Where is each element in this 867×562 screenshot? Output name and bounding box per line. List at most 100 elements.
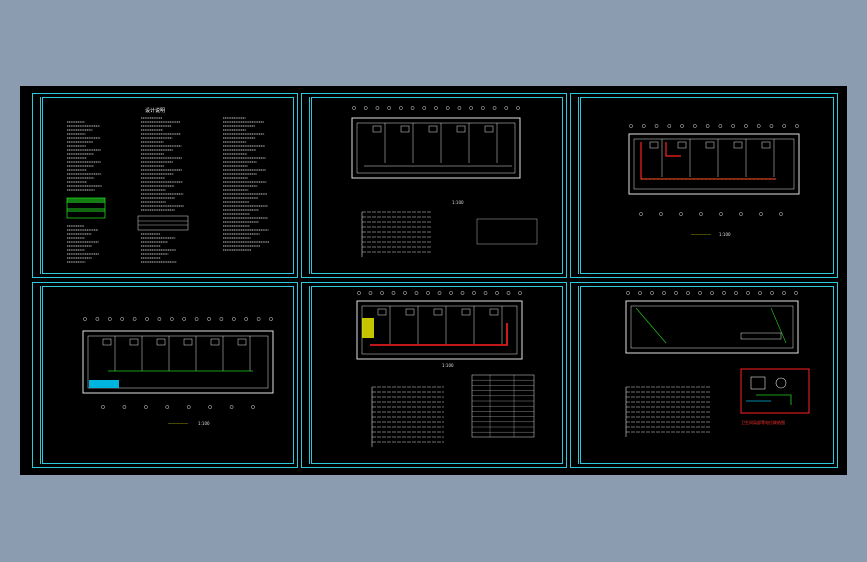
notes-column-2 <box>141 117 184 263</box>
axis-bubble <box>518 291 522 295</box>
equipotential-box <box>750 376 766 390</box>
equipotential-circle <box>775 377 787 389</box>
axis-bubble <box>782 291 786 295</box>
axis-bubble <box>492 106 497 110</box>
sheet-inner-frame <box>42 286 294 464</box>
axis-bubble <box>83 317 87 321</box>
axis-bubble <box>699 212 703 216</box>
fixture-symbol <box>484 125 494 133</box>
axis-bubble <box>779 212 783 216</box>
sheet-design-notes[interactable]: 设计说明 <box>32 93 298 278</box>
axis-bubble <box>794 291 798 295</box>
plan-4-drawing: ————— 1:100 <box>82 317 274 426</box>
axis-bubble <box>739 212 743 216</box>
building-outline <box>356 300 523 360</box>
room-partitions <box>102 336 251 371</box>
axis-bubble <box>122 405 127 409</box>
axis-bubble <box>144 405 148 409</box>
notes-column-3 <box>223 117 269 251</box>
stair-block <box>740 332 782 340</box>
system-diagram <box>371 386 444 447</box>
sheet-inner-frame <box>311 286 563 464</box>
equipment-table <box>137 215 189 231</box>
sheet-plan-3[interactable]: ————— 1:100 <box>570 93 838 278</box>
fixture-symbol <box>428 125 438 133</box>
axis-bubble <box>516 106 520 110</box>
axis-bubble <box>194 317 199 321</box>
axis-bubble <box>495 291 499 295</box>
axis-markers-bottom <box>639 212 783 216</box>
red-wiring <box>370 323 508 346</box>
fixture-symbol <box>705 141 715 149</box>
building-inner-wall <box>633 138 795 190</box>
legend-table-rows <box>472 375 534 437</box>
axis-bubble <box>368 291 373 295</box>
fixture-symbol <box>677 141 687 149</box>
fixture-symbol <box>210 338 220 346</box>
fixture-symbol <box>377 308 387 316</box>
axis-bubble <box>445 106 450 110</box>
sheet-inner-frame <box>580 97 834 274</box>
legend-table-row <box>67 208 105 212</box>
axis-bubble <box>795 124 799 128</box>
sheet-inner-frame <box>580 286 834 464</box>
axis-bubble <box>705 124 710 128</box>
axis-bubble <box>654 124 659 128</box>
axis-bubble <box>391 291 396 295</box>
axis-markers-top <box>629 124 799 128</box>
fixture-symbol <box>102 338 112 346</box>
axis-bubble <box>769 124 774 128</box>
axis-bubble <box>434 106 438 110</box>
axis-bubble <box>165 405 170 409</box>
fixture-symbol <box>761 141 771 149</box>
fixture-symbol <box>183 338 193 346</box>
axis-bubble <box>650 291 654 295</box>
building-inner-wall <box>361 305 518 355</box>
sheet-plan-2[interactable]: 1:100 <box>301 93 567 278</box>
axis-bubble <box>145 317 149 321</box>
fixture-symbol <box>649 141 659 149</box>
sheet-plan-5[interactable]: 1:100 <box>301 282 567 468</box>
plan-3-scale: 1:100 <box>719 232 731 237</box>
axis-bubble <box>504 106 509 110</box>
sheet-inner-frame <box>311 97 563 274</box>
axis-bubble <box>363 106 368 110</box>
building-inner-wall <box>356 122 516 174</box>
axis-bubble <box>638 291 642 295</box>
drawing-canvas[interactable]: 设计说明 1:100 <box>20 86 847 475</box>
sheet-plan-4[interactable]: ————— 1:100 <box>32 282 298 468</box>
axis-bubble <box>449 291 453 295</box>
plan-3-drawing: ————— 1:100 <box>628 124 800 237</box>
axis-bubble <box>256 317 261 321</box>
axis-markers-top <box>357 291 522 295</box>
design-notes-title: 设计说明 <box>145 107 165 114</box>
axis-bubble <box>132 317 137 321</box>
axis-bubble <box>422 106 427 110</box>
axis-bubble <box>231 317 236 321</box>
axis-bubble <box>483 291 488 295</box>
axis-bubble <box>410 106 415 110</box>
axis-bubble <box>659 212 663 216</box>
axis-bubble <box>639 212 643 216</box>
axis-bubble <box>472 291 476 295</box>
room-partitions <box>372 123 498 163</box>
plan-4-caption: ————— <box>168 421 188 426</box>
axis-bubble <box>244 317 249 321</box>
axis-bubble <box>426 291 430 295</box>
equipotential-green <box>756 394 792 405</box>
axis-bubble <box>744 124 748 128</box>
room-partitions <box>377 306 503 344</box>
axis-bubble <box>746 291 750 295</box>
axis-bubble <box>680 124 684 128</box>
sheet-title-strip <box>304 97 310 274</box>
sheet-plan-6[interactable]: 卫生间局部等电位联结图 <box>570 282 838 468</box>
axis-bubble <box>731 124 736 128</box>
legend-table-header <box>67 198 105 203</box>
axis-bubble <box>219 317 224 321</box>
axis-bubble <box>674 291 678 295</box>
building-inner-wall <box>87 335 269 389</box>
axis-markers-top <box>352 106 520 110</box>
plan-6-drawing: 卫生间局部等电位联结图 <box>625 291 810 437</box>
axis-bubble <box>698 291 702 295</box>
axis-markers-bottom <box>101 405 255 409</box>
